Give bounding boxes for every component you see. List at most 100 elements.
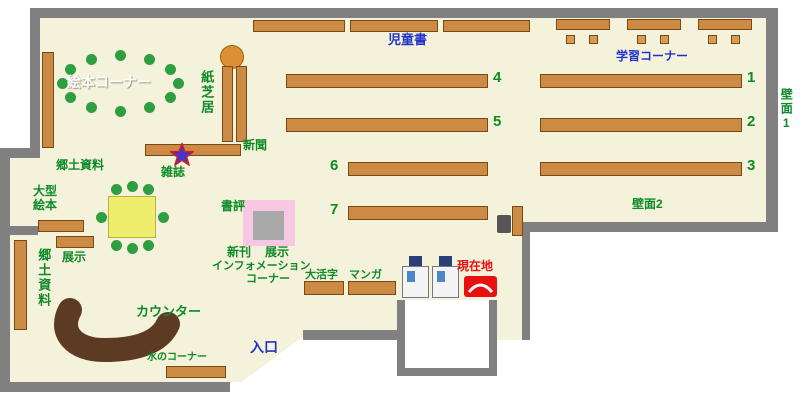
- water-cooler-panel: [407, 271, 415, 282]
- study-chair: [566, 35, 575, 44]
- chair-dot: [127, 243, 138, 254]
- chair-dot: [144, 54, 155, 65]
- study-chair: [637, 35, 646, 44]
- wall-right: [766, 8, 778, 232]
- wall-lower-right-edge: [522, 232, 530, 340]
- study-chair: [660, 35, 669, 44]
- chair-dot: [65, 64, 76, 75]
- av-corner-shelf: [512, 206, 523, 236]
- wall-stair-bottom: [397, 368, 497, 376]
- chair-dot: [165, 64, 176, 75]
- label-local-materials-left: 郷土資料: [36, 248, 52, 308]
- current-location-arc-icon: [467, 283, 494, 293]
- study-chair: [708, 35, 717, 44]
- shelf-number-5: 5: [493, 113, 502, 130]
- wall-upper-left: [30, 8, 40, 158]
- kamishibai-shelf-a: [222, 66, 233, 142]
- chair-dot: [143, 184, 154, 195]
- wall-bottom-left: [0, 382, 230, 392]
- water-corner-shelf: [166, 366, 226, 378]
- label-manga: マンガ: [349, 269, 382, 281]
- label-local-materials-top: 郷土資料: [56, 158, 105, 172]
- chair-dot: [143, 240, 154, 251]
- label-counter: カウンター: [136, 304, 202, 319]
- water-cooler-top: [409, 256, 422, 266]
- manga-shelf: [348, 281, 396, 295]
- label-large-picturebook-line1: 大型: [33, 184, 58, 198]
- wall-stair-left: [397, 300, 405, 376]
- wall-step-left: [0, 148, 40, 158]
- shelf-number-1: 1: [747, 69, 756, 86]
- label-wall-2: 壁面2: [632, 197, 663, 211]
- label-kamishibai: 紙芝居: [199, 70, 215, 115]
- label-display-left: 展示: [62, 250, 87, 264]
- magazine-marker-star-icon: [169, 142, 195, 166]
- left-wall-shelf: [42, 52, 54, 148]
- reading-table: [108, 196, 156, 238]
- shelf-number-4: 4: [493, 69, 502, 86]
- kamishibai-shelf-b: [236, 66, 247, 142]
- display-shelf-left: [56, 236, 94, 248]
- label-water-corner: 水のコーナー: [147, 352, 207, 363]
- large-picturebook-shelf: [38, 220, 84, 232]
- wall-stair-right: [489, 300, 497, 376]
- chair-dot: [96, 212, 107, 223]
- label-current-location: 現在地: [457, 259, 494, 273]
- wall-left: [0, 148, 10, 392]
- chair-dot: [111, 240, 122, 251]
- label-entrance: 入口: [250, 339, 278, 355]
- chair-dot: [111, 184, 122, 195]
- chair-dot: [86, 54, 97, 65]
- label-newspaper: 新聞: [243, 138, 268, 152]
- label-information-line2: コーナー: [246, 273, 290, 285]
- water-cooler: [402, 266, 429, 298]
- label-large-picturebook-line2: 絵本: [33, 198, 58, 212]
- shelf-number-6: 6: [330, 157, 339, 174]
- chair-dot: [115, 50, 126, 61]
- study-desk: [627, 19, 681, 30]
- wall-stub-left: [10, 226, 38, 235]
- label-new-books: 新刊: [227, 245, 252, 259]
- chair-dot: [65, 92, 76, 103]
- label-study-corner: 学習コーナー: [616, 49, 689, 63]
- chair-dot: [57, 78, 68, 89]
- label-book-reviews: 書評: [221, 199, 246, 213]
- label-picturebook-corner: 絵本コーナー: [67, 74, 151, 90]
- shelf-number-7: 7: [330, 201, 339, 218]
- av-corner-icon: [497, 215, 511, 233]
- water-cooler-panel: [437, 271, 445, 282]
- shelf-number-2: 2: [747, 113, 756, 130]
- shelf-number-3: 3: [747, 157, 756, 174]
- bookshelf-5: [286, 118, 488, 132]
- label-information-line1: インフォメーション: [212, 260, 311, 272]
- study-chair: [589, 35, 598, 44]
- label-display-center: 展示: [265, 245, 290, 259]
- chair-dot: [158, 212, 169, 223]
- bookshelf-4: [286, 74, 488, 88]
- chair-dot: [144, 102, 155, 113]
- study-chair: [731, 35, 740, 44]
- wall-entrance-side: [303, 330, 405, 340]
- study-desk: [556, 19, 610, 30]
- bookshelf-3: [540, 162, 742, 176]
- local-materials-shelf: [14, 240, 27, 330]
- counter-shape: [54, 298, 180, 363]
- label-wall-1: 壁面1: [779, 88, 794, 132]
- water-cooler: [432, 266, 459, 298]
- label-large-print: 大活字: [305, 269, 338, 281]
- chair-dot: [165, 92, 176, 103]
- bookshelf-6: [348, 162, 488, 176]
- label-childrens-books: 児童書: [388, 32, 428, 47]
- top-shelf-c: [443, 20, 530, 32]
- top-shelf-b: [350, 20, 438, 32]
- bookshelf-1: [540, 74, 742, 88]
- wall-bottom-right: [522, 222, 778, 232]
- study-desk: [698, 19, 752, 30]
- chair-dot: [115, 106, 126, 117]
- wall-top: [30, 8, 778, 18]
- chair-dot: [173, 78, 184, 89]
- bookshelf-2: [540, 118, 742, 132]
- stairwell-area: [405, 300, 489, 340]
- top-shelf-a: [253, 20, 345, 32]
- round-stool: [220, 45, 244, 69]
